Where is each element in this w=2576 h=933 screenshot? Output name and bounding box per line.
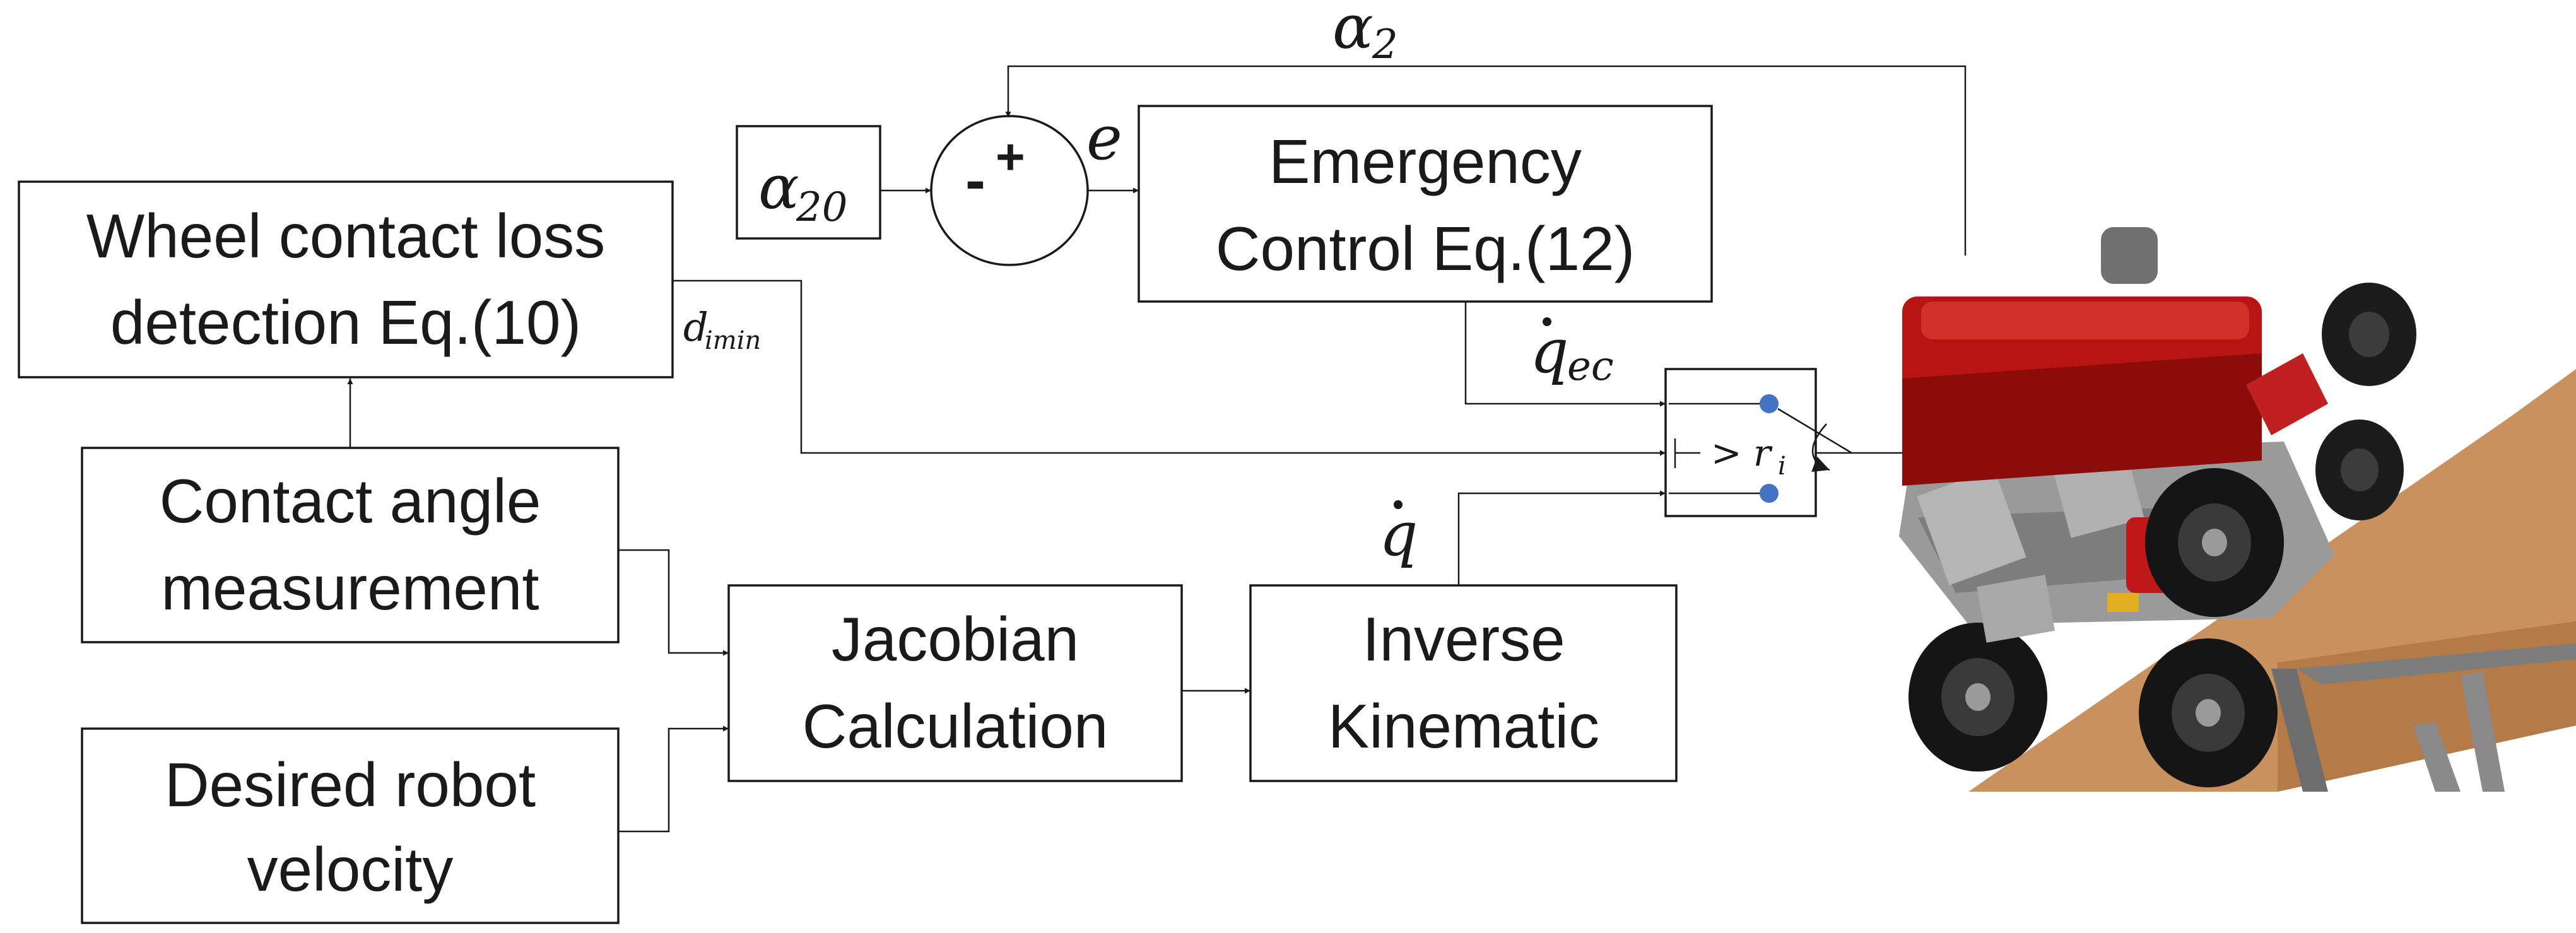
emergency-control-label-1: Emergency <box>1269 127 1582 196</box>
qec-subscript: ec <box>1567 343 1614 390</box>
qdot-label: q <box>1379 499 1418 570</box>
inverse-kinematic-block: Inverse Kinematic <box>1249 584 1678 782</box>
error-signal-label: e <box>1086 103 1122 173</box>
qec-label: q ec <box>1530 316 1614 390</box>
alpha20-subscript: 20 <box>796 184 847 231</box>
ramp-table <box>1968 369 2576 792</box>
wire-alpha2-feedback <box>1005 65 1967 255</box>
switch-dot-lower <box>1760 484 1779 503</box>
dimin-label: d imin <box>683 304 761 355</box>
alpha2-subscript: 2 <box>1372 21 1398 68</box>
alpha20-symbol: α <box>758 152 799 223</box>
alpha2-symbol: α <box>1332 0 1373 62</box>
switch-condition-subscript: i <box>1778 452 1786 481</box>
contact-angle-block: Contact angle measurement <box>81 447 620 643</box>
switch-dot-upper <box>1760 394 1779 413</box>
switch-toggle-arrow <box>1811 423 1830 472</box>
contact-angle-label-1: Contact angle <box>160 466 541 536</box>
wire-dmin-to-switch <box>673 279 1666 456</box>
wire-ik-to-switch <box>1457 490 1666 585</box>
inverse-kinematic-label-2: Kinematic <box>1328 691 1599 761</box>
wheel-contact-loss-label-1: Wheel contact loss <box>86 201 605 271</box>
wire-angle-to-jacobian <box>618 549 729 656</box>
jacobian-label-2: Calculation <box>803 691 1109 761</box>
qdot-dot <box>1394 500 1403 509</box>
dimin-symbol: d <box>683 304 709 350</box>
contact-angle-label-2: measurement <box>161 553 539 623</box>
summing-plus-sign: + <box>996 129 1025 185</box>
jacobian-label-1: Jacobian <box>832 604 1079 674</box>
rover-robot <box>1899 227 2416 787</box>
emergency-control-block: Emergency Control Eq.(12) <box>1138 105 1713 303</box>
summing-junction: - + <box>930 115 1089 266</box>
switch-lever <box>1777 408 1852 454</box>
wheel-contact-loss-label-2: detection Eq.(10) <box>110 288 581 357</box>
desired-velocity-label-2: velocity <box>247 835 454 904</box>
signal-wires <box>347 65 1967 833</box>
jacobian-block: Jacobian Calculation <box>727 584 1183 782</box>
wire-velocity-to-jacobian <box>618 725 729 833</box>
wheel-contact-loss-block: Wheel contact loss detection Eq.(10) <box>18 180 674 378</box>
qdot-symbol: q <box>1379 499 1418 570</box>
wire-emergency-to-switch <box>1464 302 1666 407</box>
inverse-kinematic-label-1: Inverse <box>1362 604 1565 674</box>
alpha2-label: α 2 <box>1332 0 1398 68</box>
qec-symbol: q <box>1530 316 1568 387</box>
desired-velocity-label-1: Desired robot <box>165 750 536 819</box>
alpha20-block: α 20 <box>736 125 881 240</box>
switch-condition: > r <box>1711 431 1773 474</box>
qec-dot <box>1543 317 1551 326</box>
summing-minus-sign: - <box>965 146 985 214</box>
desired-velocity-block: Desired robot velocity <box>81 727 620 924</box>
dimin-subscript: imin <box>705 326 761 355</box>
switch-block: > r i <box>1664 368 1905 517</box>
robot-on-ramp-image <box>1899 227 2576 792</box>
emergency-control-label-2: Control Eq.(12) <box>1216 214 1635 283</box>
